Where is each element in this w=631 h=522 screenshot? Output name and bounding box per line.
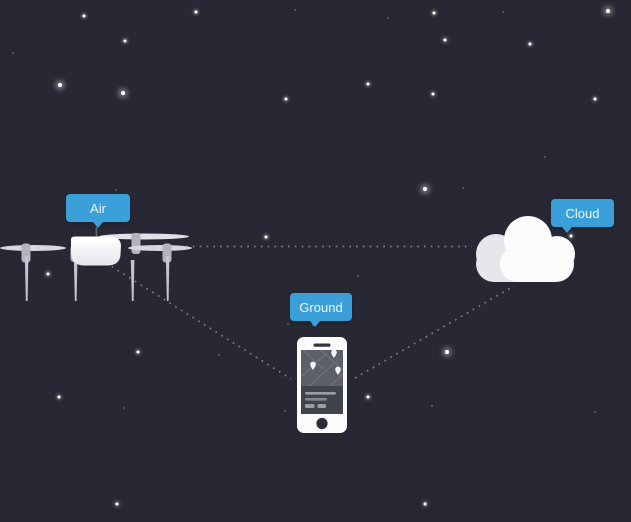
star <box>194 10 198 14</box>
phone-map-screen <box>301 349 343 386</box>
star <box>115 502 119 506</box>
drone-left-propeller <box>0 245 66 251</box>
star <box>432 11 436 15</box>
star <box>121 91 125 95</box>
star <box>218 354 220 356</box>
star <box>136 350 140 354</box>
star <box>423 187 427 191</box>
phone-speaker <box>313 343 331 347</box>
ground-cloud-link <box>354 285 515 379</box>
star <box>12 52 14 54</box>
ground-label: Ground <box>290 293 352 327</box>
star <box>606 9 610 13</box>
cloud-label-text: Cloud <box>565 205 600 221</box>
ground-label-text: Ground <box>299 299 343 315</box>
star <box>594 411 596 413</box>
star <box>284 97 288 101</box>
star <box>115 189 117 191</box>
star <box>569 234 573 238</box>
drone-body-highlight <box>72 236 120 243</box>
star <box>123 407 125 409</box>
star <box>462 187 464 189</box>
air-label: Air <box>66 194 130 228</box>
cloud-label: Cloud <box>551 199 614 233</box>
star <box>431 405 433 407</box>
phone-info-panel <box>301 386 343 414</box>
star <box>528 42 532 46</box>
star <box>443 38 447 42</box>
star <box>387 17 389 19</box>
drone-motor <box>131 233 141 254</box>
star <box>366 82 370 86</box>
star <box>423 502 427 506</box>
star <box>82 14 86 18</box>
drone-body <box>71 236 121 266</box>
star <box>431 92 435 96</box>
star <box>544 156 546 158</box>
smartphone-icon <box>297 337 347 433</box>
star <box>264 235 268 239</box>
drone-icon <box>0 227 192 301</box>
star <box>284 410 286 412</box>
star <box>58 83 62 87</box>
star <box>502 11 504 13</box>
star <box>123 39 127 43</box>
air-label-text: Air <box>90 200 106 216</box>
star <box>445 350 449 354</box>
star <box>593 97 597 101</box>
air-ground-link <box>105 262 292 380</box>
drone-right-propeller <box>128 245 192 251</box>
star <box>287 323 289 325</box>
star <box>57 395 61 399</box>
air-label-pointer <box>93 222 103 228</box>
phone-home-button <box>316 417 328 430</box>
star <box>366 395 370 399</box>
cloud-label-pointer <box>562 227 572 233</box>
ground-label-pointer <box>310 321 320 327</box>
star <box>357 275 359 277</box>
cloud-icon <box>476 216 575 282</box>
star <box>46 272 50 276</box>
drone-rear-propeller <box>99 233 189 240</box>
star <box>294 9 296 11</box>
drone-legs <box>24 256 170 301</box>
